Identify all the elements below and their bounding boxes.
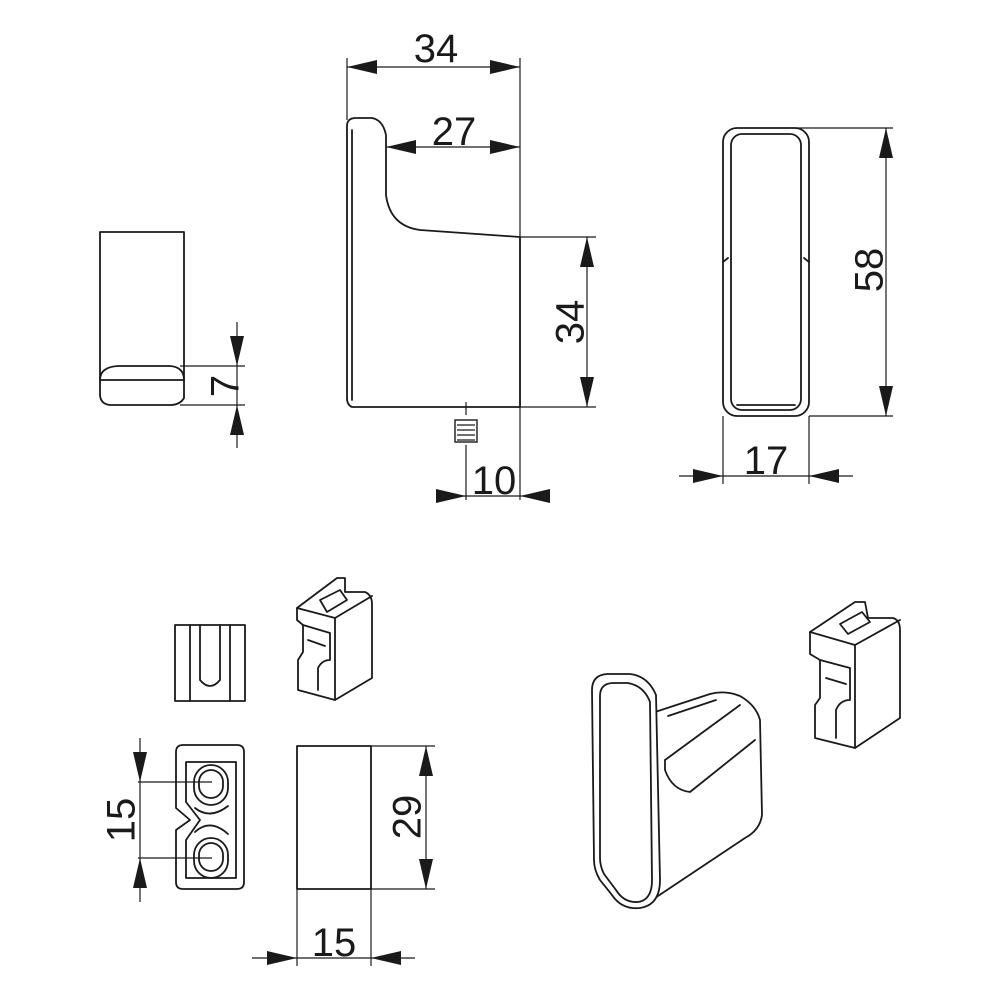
set-screw-icon — [454, 402, 478, 443]
mount-clip-iso-right — [809, 601, 901, 749]
arrowhead — [520, 489, 550, 503]
dim-mount-width: 15 — [312, 921, 357, 965]
hook-profile — [346, 117, 521, 408]
mount-side-body — [296, 745, 372, 890]
arrowhead — [490, 60, 520, 74]
arrowhead — [490, 140, 520, 154]
arrowhead — [419, 859, 433, 889]
arrowhead — [230, 405, 244, 435]
dim-lower-height: 34 — [549, 300, 593, 345]
mount-side-view: 29 15 — [252, 745, 435, 966]
front-inner — [730, 133, 802, 411]
hook-plate — [591, 673, 661, 910]
arrowhead — [347, 60, 377, 74]
hook-iso-view — [591, 673, 763, 910]
dim-overall-width: 34 — [414, 27, 459, 71]
dim-hole-spacing: 15 — [100, 798, 144, 843]
arrowhead — [386, 140, 416, 154]
hook-arm — [654, 691, 763, 899]
end-view-cap — [99, 365, 185, 406]
mount-slot-body — [174, 624, 246, 702]
arrowhead — [133, 858, 147, 888]
arrowhead — [879, 128, 893, 158]
upper-hole — [193, 764, 229, 806]
side-view: 34 27 34 10 — [346, 27, 596, 503]
mount-slot-view — [174, 624, 246, 702]
dim-front-width: 17 — [744, 439, 789, 483]
front-outer — [722, 127, 810, 417]
arrowhead — [879, 386, 893, 416]
dim-overall-height: 58 — [848, 248, 892, 293]
mount-clip-iso-left — [296, 577, 373, 701]
dim-hook-depth: 27 — [432, 110, 477, 154]
arrowhead — [580, 237, 594, 267]
end-view-body — [99, 231, 185, 381]
arrowhead — [580, 377, 594, 407]
arrowhead — [133, 752, 147, 782]
arrowhead — [436, 489, 466, 503]
dim-bottom-thickness: 7 — [204, 375, 248, 397]
arrowhead — [809, 469, 839, 483]
dim-mount-height: 29 — [386, 795, 430, 840]
arrowhead — [693, 469, 723, 483]
dim-screw-offset: 10 — [472, 459, 517, 503]
arrowhead — [267, 951, 297, 965]
arrowhead — [230, 336, 244, 366]
front-view: 58 17 — [679, 127, 893, 484]
arrowhead — [419, 746, 433, 776]
mount-slot — [199, 624, 221, 687]
end-view: 7 — [99, 231, 248, 448]
mount-holes-view: 15 — [100, 738, 245, 902]
arrowhead — [371, 951, 401, 965]
